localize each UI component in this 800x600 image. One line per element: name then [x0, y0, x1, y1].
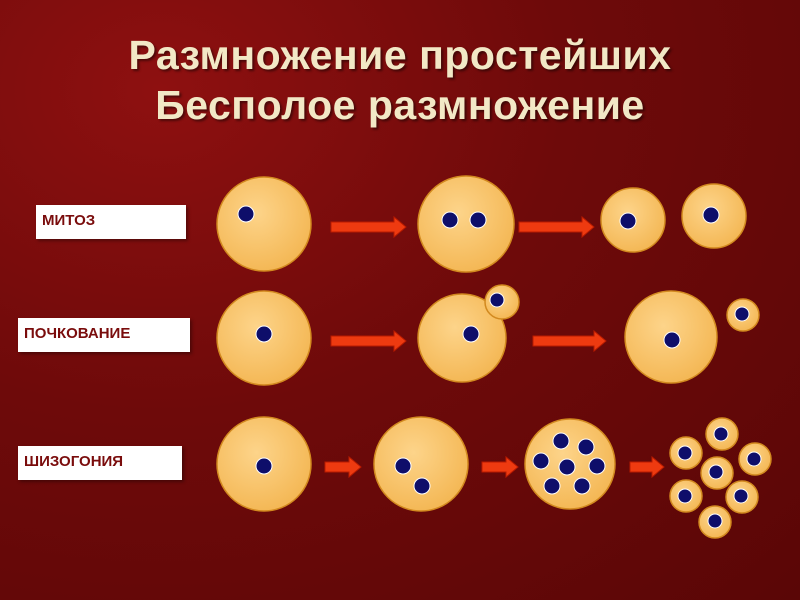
arrow-icon [518, 215, 595, 239]
nucleus [558, 458, 576, 476]
nucleus [619, 212, 637, 230]
nucleus [734, 306, 750, 322]
row-mitosis [216, 175, 747, 273]
title-line-1: Размножение простейших [128, 32, 672, 78]
nucleus [663, 331, 681, 349]
arrow-icon [330, 329, 407, 353]
slide-title: Размножение простейших Бесполое размноже… [0, 30, 800, 130]
nucleus [702, 206, 720, 224]
nucleus [677, 445, 693, 461]
nucleus [489, 292, 505, 308]
nucleus [469, 211, 487, 229]
label-mitosis: МИТОЗ [36, 205, 186, 239]
arrow-icon [481, 455, 519, 479]
nucleus [677, 488, 693, 504]
nucleus [394, 457, 412, 475]
nucleus [573, 477, 591, 495]
arrow-icon [324, 455, 362, 479]
nucleus [255, 457, 273, 475]
nucleus [462, 325, 480, 343]
nucleus [733, 488, 749, 504]
nucleus [413, 477, 431, 495]
row-budding [216, 284, 760, 386]
nucleus [707, 513, 723, 529]
cell [373, 416, 469, 512]
nucleus [708, 464, 724, 480]
arrow-icon [532, 329, 607, 353]
nucleus [746, 451, 762, 467]
label-schizogony: ШИЗОГОНИЯ [18, 446, 182, 480]
arrow-icon [330, 215, 407, 239]
label-budding: ПОЧКОВАНИЕ [18, 318, 190, 352]
nucleus [255, 325, 273, 343]
cell [417, 175, 515, 273]
nucleus [532, 452, 550, 470]
arrow-icon [629, 455, 665, 479]
cell [216, 176, 312, 272]
nucleus [543, 477, 561, 495]
nucleus [713, 426, 729, 442]
title-line-2: Бесполое размножение [155, 82, 645, 128]
nucleus [441, 211, 459, 229]
nucleus [552, 432, 570, 450]
nucleus [588, 457, 606, 475]
cell [417, 293, 507, 383]
nucleus [577, 438, 595, 456]
row-schizogony [216, 416, 772, 539]
nucleus [237, 205, 255, 223]
